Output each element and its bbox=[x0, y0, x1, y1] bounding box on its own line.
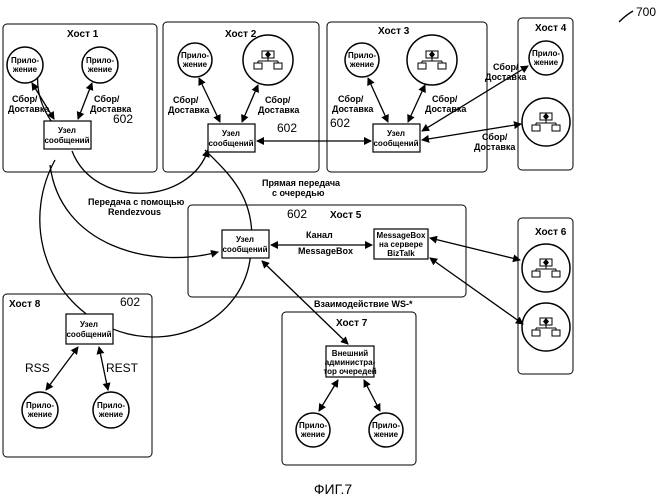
figure-number: 700 bbox=[636, 5, 656, 19]
host-4-title: Хост 4 bbox=[535, 23, 567, 34]
svg-text:жение: жение bbox=[182, 60, 208, 69]
host-2-title: Хост 2 bbox=[225, 29, 257, 40]
svg-text:Прило-: Прило- bbox=[532, 49, 560, 58]
host-1-title: Хост 1 bbox=[67, 29, 99, 40]
svg-text:сообщений: сообщений bbox=[44, 136, 89, 145]
svg-text:Прило-: Прило- bbox=[26, 401, 54, 410]
svg-text:Узел: Узел bbox=[58, 126, 76, 135]
svg-text:Прило-: Прило- bbox=[348, 51, 376, 60]
svg-text:Сбор/: Сбор/ bbox=[432, 94, 458, 104]
svg-text:жение: жение bbox=[27, 410, 53, 419]
queue-label-line2: с очередью bbox=[272, 188, 325, 198]
svg-text:Доставка: Доставка bbox=[332, 104, 374, 114]
svg-text:MessageBox: MessageBox bbox=[377, 231, 426, 240]
svg-text:Сбор/: Сбор/ bbox=[265, 95, 291, 105]
svg-text:сообщений: сообщений bbox=[373, 139, 418, 148]
queue-label-line1: Прямая передача bbox=[262, 178, 341, 188]
svg-text:сообщений: сообщений bbox=[208, 139, 253, 148]
rss-label: RSS bbox=[25, 361, 50, 375]
channel-label-line2: MessageBox bbox=[298, 246, 353, 256]
svg-text:Доставка: Доставка bbox=[425, 104, 467, 114]
svg-text:Доставка: Доставка bbox=[485, 72, 527, 82]
svg-text:Узел: Узел bbox=[80, 320, 98, 329]
rendezvous-label-line2: Rendezvous bbox=[108, 207, 161, 217]
svg-text:Сбор/: Сбор/ bbox=[493, 62, 519, 72]
svg-text:Прило-: Прило- bbox=[97, 401, 125, 410]
channel-label-line1: Канал bbox=[306, 230, 333, 240]
ref-602-host-8: 602 bbox=[120, 295, 140, 309]
host-8-title: Хост 8 bbox=[9, 299, 41, 310]
ref-602-host-3: 602 bbox=[330, 116, 350, 130]
rendezvous-label-line1: Передача с помощью bbox=[88, 197, 185, 207]
svg-text:Сбор/: Сбор/ bbox=[94, 94, 120, 104]
svg-text:Доставка: Доставка bbox=[8, 104, 50, 114]
svg-text:Узел: Узел bbox=[236, 235, 254, 244]
svg-text:администра-: администра- bbox=[325, 358, 376, 367]
svg-text:жение: жение bbox=[12, 65, 38, 74]
svg-text:Доставка: Доставка bbox=[258, 105, 300, 115]
svg-text:жение: жение bbox=[533, 58, 559, 67]
svg-text:сообщений: сообщений bbox=[222, 245, 267, 254]
svg-text:жение: жение bbox=[98, 410, 124, 419]
svg-text:тор очередей: тор очередей bbox=[323, 367, 376, 376]
figure-caption: ФИГ.7 bbox=[314, 481, 352, 497]
host-7-title: Хост 7 bbox=[336, 318, 368, 329]
rest-label: REST bbox=[106, 361, 139, 375]
ref-602-host-5: 602 bbox=[287, 207, 307, 221]
svg-text:Прило-: Прило- bbox=[11, 56, 39, 65]
svg-text:Узел: Узел bbox=[387, 129, 405, 138]
svg-text:Прило-: Прило- bbox=[86, 56, 114, 65]
svg-text:Сбор/: Сбор/ bbox=[482, 132, 508, 142]
ws-label: Взаимодействие WS-* bbox=[314, 299, 413, 309]
ref-602-host-2: 602 bbox=[277, 121, 297, 135]
svg-text:Доставка: Доставка bbox=[168, 105, 210, 115]
svg-text:Прило-: Прило- bbox=[299, 421, 327, 430]
svg-text:Прило-: Прило- bbox=[181, 51, 209, 60]
svg-text:Узел: Узел bbox=[222, 129, 240, 138]
svg-text:Сбор/: Сбор/ bbox=[338, 94, 364, 104]
svg-text:Сбор/: Сбор/ bbox=[173, 95, 199, 105]
host-8-message-node bbox=[66, 314, 113, 344]
figure-leader-line bbox=[619, 11, 633, 22]
svg-text:жение: жение bbox=[87, 65, 113, 74]
host-5-title: Хост 5 bbox=[330, 210, 362, 221]
svg-text:Прило-: Прило- bbox=[372, 421, 400, 430]
svg-text:Сбор/: Сбор/ bbox=[12, 94, 38, 104]
host-6-title: Хост 6 bbox=[535, 227, 567, 238]
svg-text:Внешний: Внешний bbox=[332, 349, 368, 358]
svg-text:сообщений: сообщений bbox=[66, 330, 111, 339]
svg-text:жение: жение bbox=[373, 430, 399, 439]
ref-602-host-1: 602 bbox=[113, 112, 133, 126]
host-3-title: Хост 3 bbox=[378, 26, 410, 37]
svg-text:на сервере: на сервере bbox=[379, 240, 423, 249]
svg-text:Доставка: Доставка bbox=[474, 142, 516, 152]
svg-text:BizTalk: BizTalk bbox=[387, 249, 415, 258]
svg-text:жение: жение bbox=[300, 430, 326, 439]
svg-text:жение: жение bbox=[349, 60, 375, 69]
